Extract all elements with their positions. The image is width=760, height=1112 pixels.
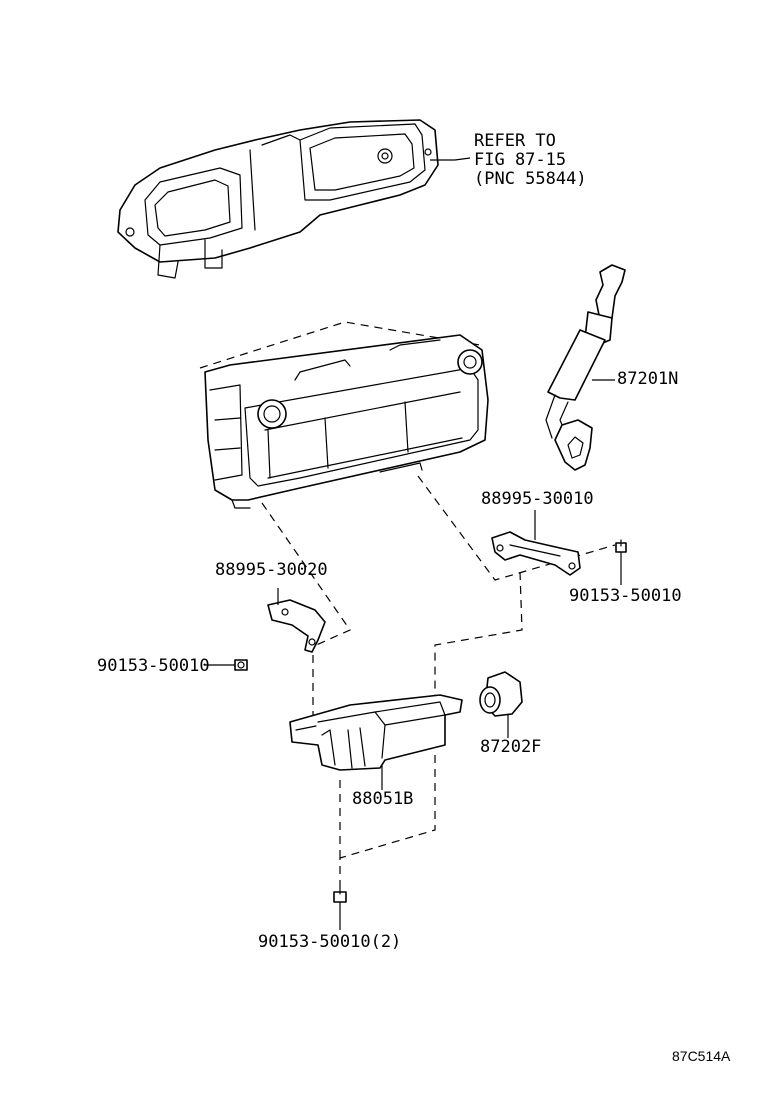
center-panel-part (117, 119, 439, 279)
label-bolt-right: 90153-50010 (569, 586, 682, 606)
bracket-left-part (261, 502, 351, 653)
gps-antenna-part (545, 264, 626, 471)
refer-note-line1: REFER TO (474, 131, 556, 151)
grommet-part (479, 671, 523, 717)
receiver-part (289, 694, 463, 771)
refer-note-line2: FIG 87-15 (474, 150, 567, 170)
label-bracket-left: 88995-30020 (215, 560, 328, 580)
bolt-left (234, 659, 248, 671)
label-bolt-left: 90153-50010 (97, 656, 210, 676)
label-grommet: 87202F (480, 737, 542, 757)
label-gps-antenna: 87201N (617, 369, 679, 389)
label-receiver: 88051B (352, 789, 414, 809)
bolt-right (615, 539, 627, 553)
bolt-bottom (333, 887, 347, 903)
figure-code: 87C514A (672, 1048, 731, 1064)
bracket-right-part (417, 475, 616, 581)
label-bolt-bottom: 90153-50010(2) (258, 932, 402, 952)
label-bracket-right: 88995-30010 (481, 489, 594, 509)
refer-note-line3: (PNC 55844) (474, 169, 587, 189)
head-unit-part (199, 321, 489, 509)
